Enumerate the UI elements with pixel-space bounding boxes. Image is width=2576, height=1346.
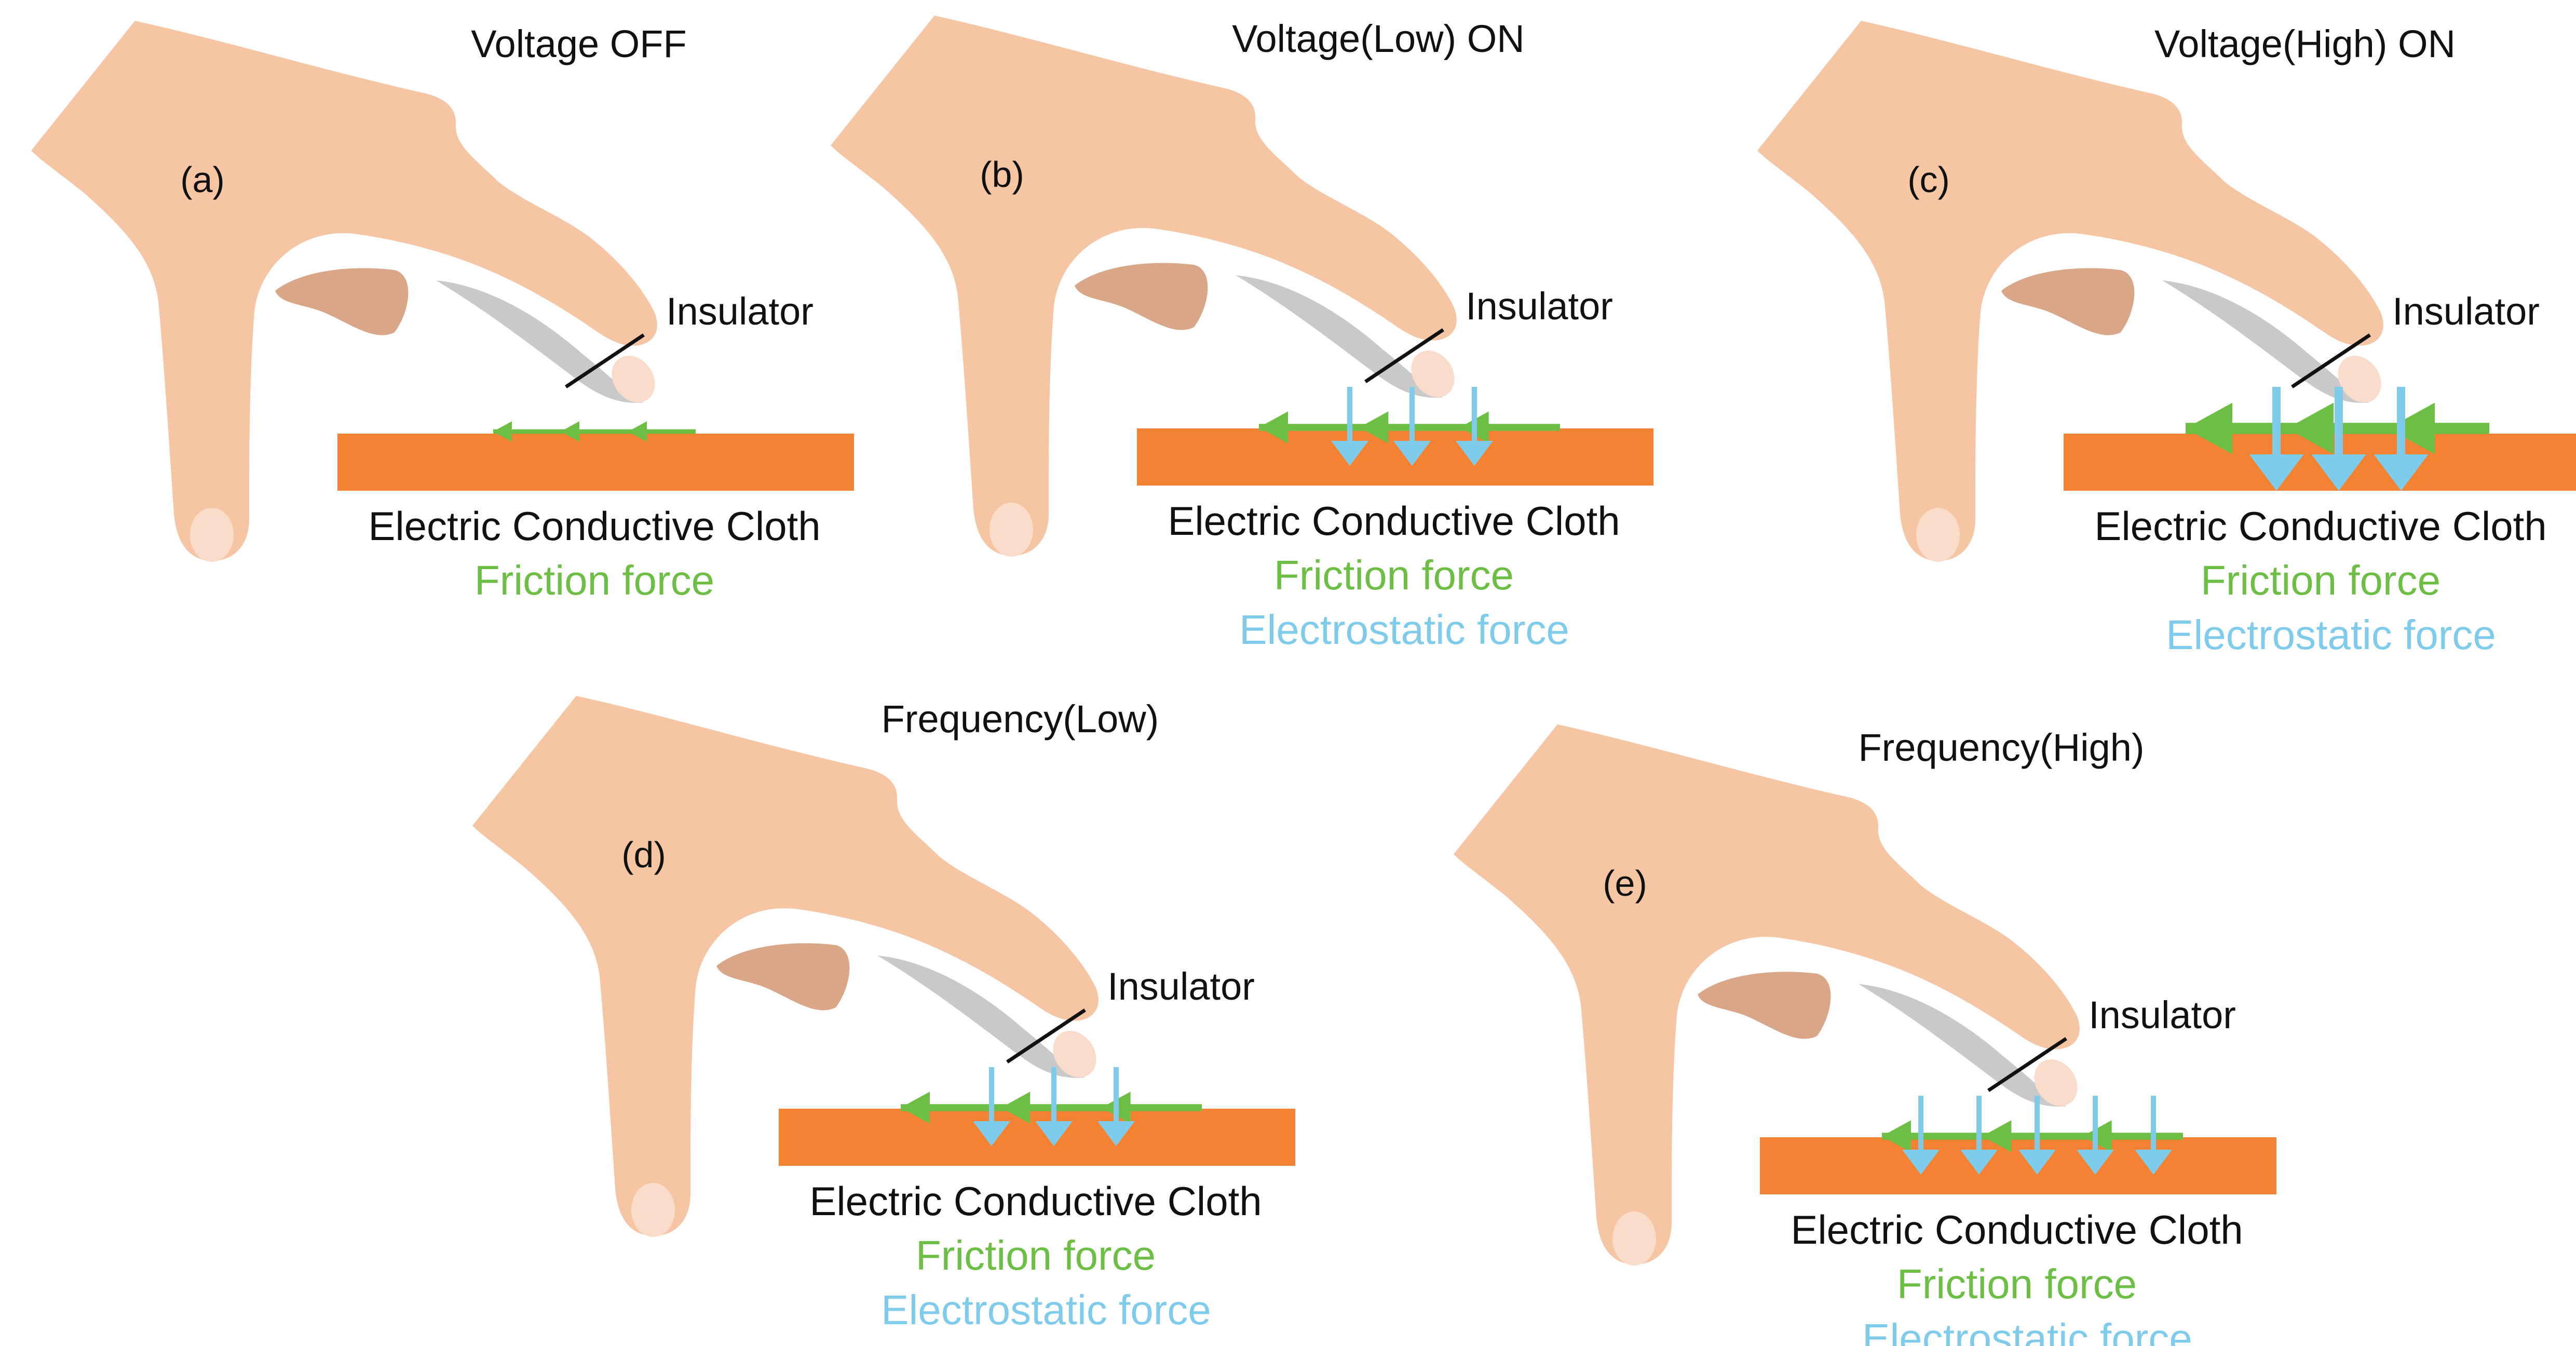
electrostatic-label: Electrostatic force	[2166, 612, 2496, 658]
friction-label: Friction force	[1274, 552, 1514, 598]
thumb-shadow	[1698, 972, 1831, 1039]
friction-label: Friction force	[474, 557, 714, 603]
cloth-label: Electric Conductive Cloth	[368, 503, 820, 549]
fingernail	[190, 508, 234, 562]
friction-arrow	[1001, 1092, 1031, 1124]
hand-illustration	[1454, 724, 2080, 1266]
panel-title: Voltage(Low) ON	[1232, 17, 1525, 60]
cloth-label: Electric Conductive Cloth	[809, 1178, 1262, 1224]
friction-arrow	[901, 1092, 930, 1124]
electrostatic-arrow	[1331, 387, 1368, 466]
fingertip-nail	[1053, 1031, 1096, 1078]
insulator-film	[877, 955, 1085, 1078]
friction-arrow	[2287, 402, 2334, 454]
electrostatic-arrow	[2311, 387, 2366, 491]
friction-label: Friction force	[916, 1232, 1156, 1278]
insulator-leader	[1987, 1037, 2067, 1092]
hand-illustration	[31, 21, 657, 562]
electrostatic-arrow	[2077, 1096, 2114, 1175]
thumb-shadow	[275, 268, 409, 335]
friction-arrow	[1259, 411, 1288, 443]
conductive-cloth	[779, 1109, 1295, 1166]
conductive-cloth	[337, 434, 854, 491]
insulator-film	[2162, 280, 2370, 403]
friction-arrow	[1882, 1120, 1911, 1152]
thumb-shadow	[716, 943, 850, 1011]
panel-label: (d)	[621, 834, 666, 875]
panel-title: Voltage(High) ON	[2154, 22, 2456, 65]
friction-arrow	[2388, 402, 2435, 454]
friction-shaft	[1882, 1133, 2183, 1140]
insulator-label: Insulator	[666, 290, 814, 333]
fingertip-nail	[2034, 1059, 2078, 1106]
friction-arrow	[2186, 402, 2232, 454]
electrostatic-label: Electrostatic force	[881, 1287, 1211, 1333]
fingertip-nail	[1411, 351, 1455, 397]
thumb-shadow	[1075, 263, 1208, 330]
insulator-label: Insulator	[2089, 993, 2236, 1037]
panel-title: Frequency(High)	[1858, 726, 2144, 769]
cloth-label: Electric Conductive Cloth	[1168, 498, 1620, 544]
panel-label: (c)	[1907, 159, 1950, 200]
thumb-shadow	[2001, 268, 2135, 335]
insulator-label: Insulator	[1466, 285, 1613, 328]
electrostatic-arrow	[1393, 387, 1431, 466]
friction-label: Friction force	[2201, 557, 2441, 603]
friction-arrow	[561, 421, 579, 442]
conductive-cloth	[1137, 428, 1653, 486]
insulator-leader	[1006, 1008, 1086, 1064]
electrostatic-label: Electrostatic force	[1862, 1315, 2192, 1346]
electrostatic-arrow	[1035, 1067, 1073, 1146]
fingertip-nail	[612, 356, 655, 402]
friction-label: Friction force	[1897, 1261, 2137, 1307]
fingernail	[1916, 508, 1960, 562]
panel-title: Voltage OFF	[471, 22, 686, 65]
insulator-film	[1236, 275, 1443, 398]
panel-title: Frequency(Low)	[882, 697, 1159, 741]
friction-arrow	[628, 421, 647, 442]
fingernail	[631, 1183, 675, 1237]
fingertip-nail	[2338, 356, 2381, 402]
hand-illustration	[831, 16, 1457, 557]
electrostatic-label: Electrostatic force	[1239, 607, 1569, 653]
insulator-film	[436, 280, 644, 403]
cloth-label: Electric Conductive Cloth	[1791, 1207, 2243, 1253]
electrostatic-arrow	[1097, 1067, 1135, 1146]
insulator-label: Insulator	[2392, 290, 2540, 333]
electrostatic-arrow	[2249, 387, 2304, 491]
electrostatic-arrow	[2018, 1096, 2056, 1175]
conductive-cloth	[1760, 1137, 2276, 1194]
panel-label: (b)	[980, 154, 1024, 195]
friction-arrow	[1359, 411, 1389, 443]
insulator-label: Insulator	[1107, 965, 1255, 1008]
electrostatic-arrow	[2135, 1096, 2172, 1175]
electrostatic-arrow	[2374, 387, 2429, 491]
friction-arrow	[493, 421, 512, 442]
electrostatic-arrow	[1456, 387, 1493, 466]
insulator-leader	[565, 333, 645, 388]
insulator-leader	[1364, 328, 1444, 383]
friction-arrow	[1982, 1120, 2012, 1152]
electrostatic-arrow	[1960, 1096, 1998, 1175]
panel-label: (e)	[1603, 863, 1647, 904]
electrostatic-arrow	[973, 1067, 1010, 1146]
cloth-label: Electric Conductive Cloth	[2094, 503, 2546, 549]
hand-illustration	[472, 696, 1099, 1237]
friction-shaft	[493, 429, 696, 434]
insulator-film	[1859, 984, 2066, 1107]
insulator-leader	[2291, 333, 2371, 388]
panel-label: (a)	[180, 159, 225, 200]
hand-illustration	[1757, 21, 2383, 562]
fingernail	[989, 503, 1033, 557]
fingernail	[1612, 1212, 1656, 1266]
electrostatic-arrow	[1902, 1096, 1940, 1175]
